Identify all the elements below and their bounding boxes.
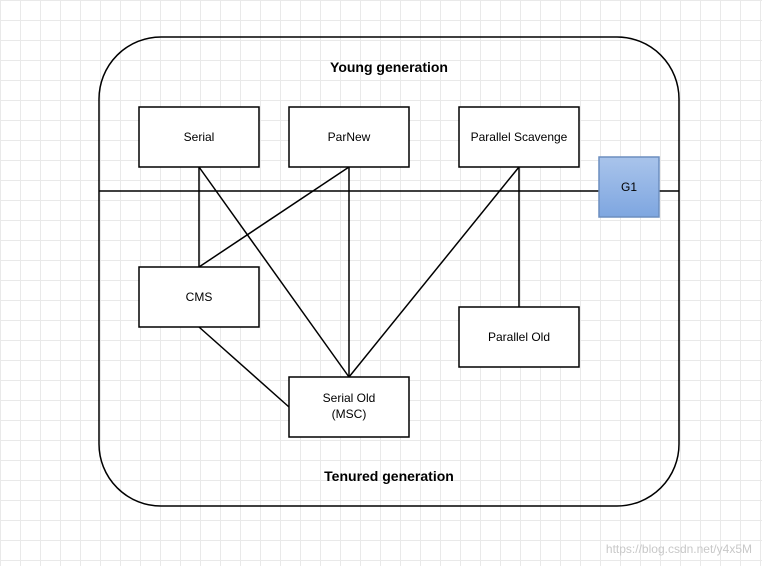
tenured-generation-label: Tenured generation — [324, 468, 454, 484]
edge-parallel-scavenge-serial-old — [348, 166, 520, 378]
node-g1-label: G1 — [621, 180, 637, 194]
node-serial-old: Serial Old (MSC) — [288, 376, 410, 438]
edge-parnew-cms — [198, 166, 350, 268]
node-cms-label: CMS — [186, 290, 213, 304]
edge-cms-serial-old — [198, 326, 290, 408]
node-parallel-scavenge: Parallel Scavenge — [458, 106, 580, 168]
node-parnew: ParNew — [288, 106, 410, 168]
heap-container — [98, 36, 680, 507]
node-parallel-scavenge-label: Parallel Scavenge — [471, 130, 568, 144]
node-cms: CMS — [138, 266, 260, 328]
young-generation-label: Young generation — [330, 59, 448, 75]
node-serial: Serial — [138, 106, 260, 168]
node-serial-old-label-line1: Serial Old — [323, 391, 376, 405]
node-serial-old-label-line2: (MSC) — [332, 407, 367, 421]
node-parnew-label: ParNew — [328, 130, 371, 144]
node-parallel-old: Parallel Old — [458, 306, 580, 368]
edge-serial-serial-old — [198, 166, 350, 378]
node-g1: G1 — [598, 156, 660, 218]
watermark: https://blog.csdn.net/y4x5M — [606, 542, 752, 556]
node-parallel-old-label: Parallel Old — [488, 330, 550, 344]
node-serial-label: Serial — [184, 130, 215, 144]
